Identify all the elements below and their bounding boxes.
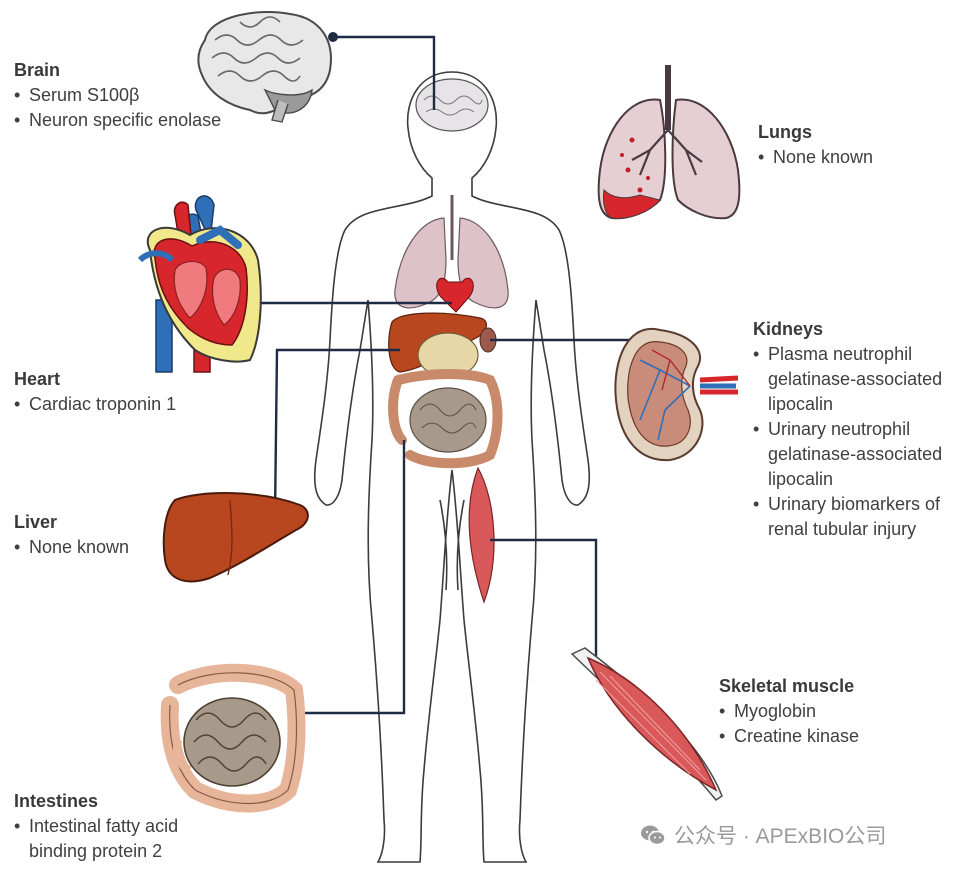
intestines-title: Intestines bbox=[14, 791, 99, 811]
intestines-biomarker-item: Intestinal fatty acid binding protein 2 bbox=[14, 814, 229, 864]
heart-illustration bbox=[137, 195, 262, 373]
body-heart-icon bbox=[436, 277, 474, 313]
skeletal-muscle-title: Skeletal muscle bbox=[719, 676, 855, 696]
intestines-illustration bbox=[160, 663, 306, 813]
connectors bbox=[250, 35, 641, 715]
lungs-label: Lungs None known bbox=[758, 120, 958, 170]
kidneys-title: Kidneys bbox=[753, 319, 824, 339]
liver-title: Liver bbox=[14, 512, 58, 532]
skeletal-muscle-biomarker-list: Myoglobin Creatine kinase bbox=[719, 699, 939, 749]
body-brain-icon bbox=[415, 78, 489, 132]
skeletal-muscle-biomarker-item: Creatine kinase bbox=[719, 724, 939, 749]
skeletal-muscle-label: Skeletal muscle Myoglobin Creatine kinas… bbox=[719, 674, 939, 749]
intestines-biomarker-list: Intestinal fatty acid binding protein 2 bbox=[14, 814, 229, 864]
kidneys-biomarker-list: Plasma neutrophil gelatinase-associated … bbox=[753, 342, 968, 542]
brain-biomarker-item: Serum S100β bbox=[14, 83, 254, 108]
body-intestines-icon bbox=[388, 369, 503, 469]
lungs-illustration bbox=[597, 65, 741, 220]
kidneys-label: Kidneys Plasma neutrophil gelatinase-ass… bbox=[753, 317, 968, 542]
intestines-connector bbox=[297, 440, 406, 715]
liver-biomarker-item: None known bbox=[14, 535, 214, 560]
muscle-connector bbox=[490, 538, 598, 667]
lungs-biomarker-item: None known bbox=[758, 145, 958, 170]
kidney-illustration bbox=[614, 327, 739, 462]
liver-connector bbox=[273, 348, 400, 516]
skeletal-muscle-biomarker-item: Myoglobin bbox=[719, 699, 939, 724]
liver-label: Liver None known bbox=[14, 510, 214, 560]
heart-biomarker-item: Cardiac troponin 1 bbox=[14, 392, 254, 417]
watermark-text: 公众号 · APExBIO公司 bbox=[674, 825, 887, 848]
brain-title: Brain bbox=[14, 60, 61, 80]
lungs-title: Lungs bbox=[758, 122, 812, 142]
brain-biomarker-list: Serum S100β Neuron specific enolase bbox=[14, 83, 254, 133]
watermark: 公众号 · APExBIO公司 bbox=[640, 820, 886, 850]
brain-connector bbox=[333, 35, 436, 110]
kidneys-biomarker-item: Urinary biomarkers of renal tubular inju… bbox=[753, 492, 968, 542]
body-outline bbox=[313, 71, 591, 863]
heart-label: Heart Cardiac troponin 1 bbox=[14, 367, 254, 417]
liver-biomarker-list: None known bbox=[14, 535, 214, 560]
heart-biomarker-list: Cardiac troponin 1 bbox=[14, 392, 254, 417]
lungs-biomarker-list: None known bbox=[758, 145, 958, 170]
brain-label: Brain Serum S100β Neuron specific enolas… bbox=[14, 58, 254, 133]
skeletal-muscle-illustration bbox=[570, 647, 723, 802]
body-muscle-icon bbox=[468, 466, 495, 604]
body-organs bbox=[388, 78, 509, 604]
intestines-label: Intestines Intestinal fatty acid binding… bbox=[14, 789, 229, 864]
heart-title: Heart bbox=[14, 369, 61, 389]
kidneys-biomarker-item: Urinary neutrophil gelatinase-associated… bbox=[753, 417, 968, 492]
kidneys-biomarker-item: Plasma neutrophil gelatinase-associated … bbox=[753, 342, 968, 417]
wechat-icon bbox=[641, 825, 666, 846]
brain-biomarker-item: Neuron specific enolase bbox=[14, 108, 254, 133]
